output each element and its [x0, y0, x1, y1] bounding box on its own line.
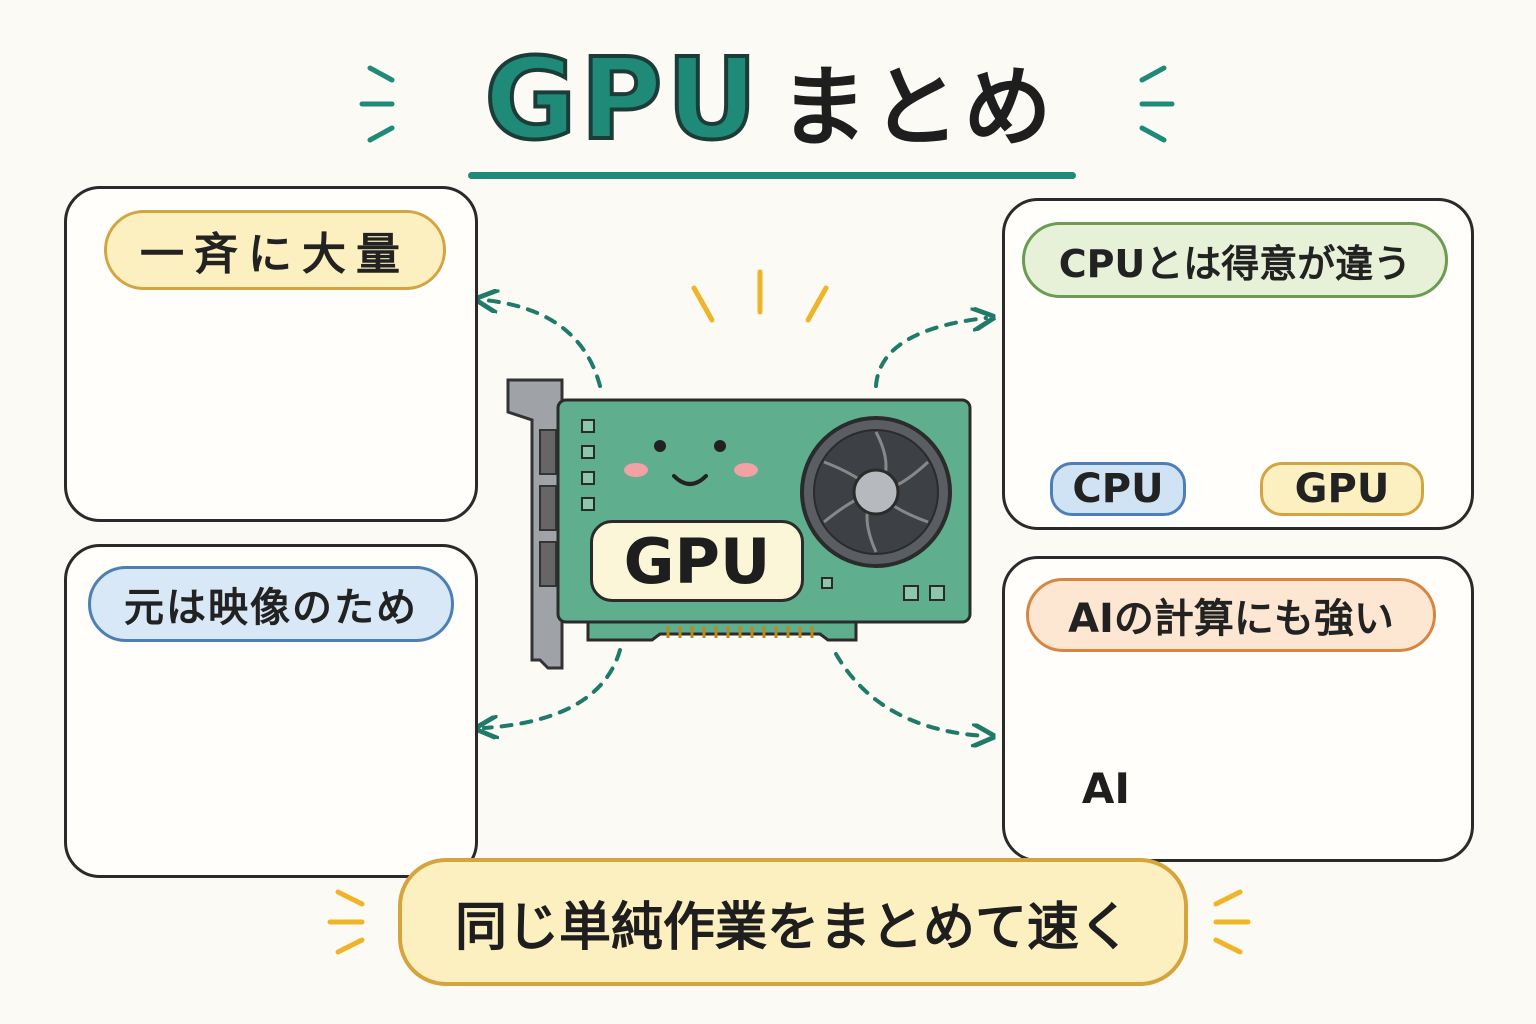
- ai-label: AI: [1081, 764, 1131, 813]
- panel-graphics-heading-text: 元は映像のため: [124, 585, 418, 631]
- banner-sparks: [327, 889, 1251, 955]
- cpu-tag: CPU: [1050, 462, 1186, 516]
- panel-parallel-heading-text: 一斉に大量: [140, 229, 410, 280]
- title-underline: [468, 172, 1076, 179]
- title-sparks-left: [359, 65, 395, 143]
- gpu-card-label-text: GPU: [623, 524, 771, 598]
- gpu-sparkle: [691, 269, 829, 323]
- summary-banner: 同じ単純作業をまとめて速く: [398, 858, 1188, 986]
- panel-cpu-compare-heading: CPUとは得意が違う: [1022, 222, 1448, 298]
- panel-ai-heading-text: AIの計算にも強い: [1068, 596, 1394, 642]
- title-sparks-right: [1139, 65, 1175, 143]
- summary-banner-text: 同じ単純作業をまとめて速く: [454, 897, 1131, 958]
- gpu-tag-text: GPU: [1294, 466, 1390, 512]
- page-title: GPU まとめ: [380, 33, 1160, 167]
- gpu-card-illustration: [506, 378, 972, 670]
- title-main: GPU: [483, 33, 762, 167]
- gpu-card-label: GPU: [590, 520, 804, 602]
- gpu-tag: GPU: [1260, 462, 1424, 516]
- connector-arrows: [484, 300, 986, 736]
- panel-ai-heading: AIの計算にも強い: [1026, 578, 1436, 652]
- panel-graphics-heading: 元は映像のため: [88, 566, 454, 642]
- cpu-tag-text: CPU: [1072, 466, 1164, 512]
- panel-parallel-heading: 一斉に大量: [104, 210, 446, 290]
- title-sub: まとめ: [779, 55, 1056, 159]
- panel-cpu-compare-heading-text: CPUとは得意が違う: [1058, 241, 1412, 286]
